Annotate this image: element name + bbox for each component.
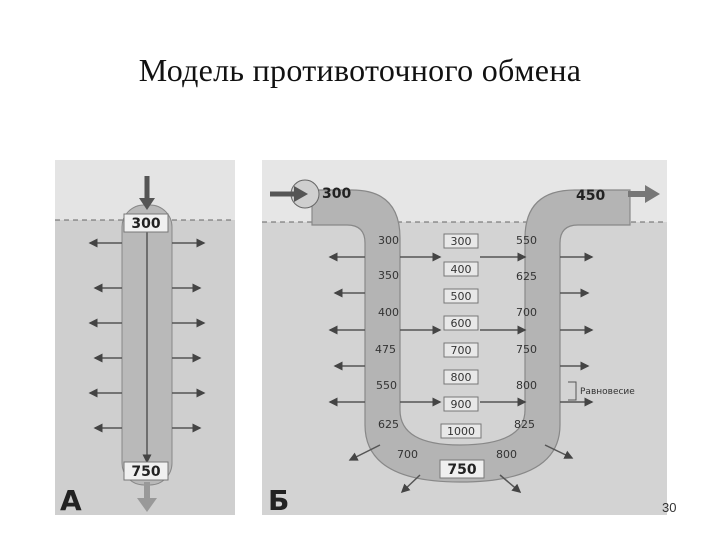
desc-value-6: 625 (378, 418, 399, 431)
panel-b: 300 450 300 350 400 475 550 625 700 300 … (262, 160, 667, 517)
interstitium-value-7: 900 (451, 398, 472, 411)
panel-a-bottom-value: 750 (131, 464, 160, 480)
asc-value-6: 825 (514, 418, 535, 431)
asc-value-5: 800 (516, 379, 537, 392)
panel-b-letter: Б (268, 484, 289, 517)
page-number: 30 (662, 500, 677, 515)
equilibrium-label: Равновесие (580, 387, 635, 397)
desc-value-1: 300 (378, 234, 399, 247)
ascending-limb-values: 550 625 700 750 800 825 800 (496, 234, 537, 461)
desc-value-2: 350 (378, 269, 399, 282)
asc-value-1: 550 (516, 234, 537, 247)
desc-value-4: 475 (375, 343, 396, 356)
panel-b-inflow-value: 300 (322, 186, 351, 202)
interstitium-value-6: 800 (451, 371, 472, 384)
interstitium-value-8: 1000 (447, 425, 475, 438)
equilibrium-bracket (568, 381, 577, 401)
slide-title: Модель противоточного обмена (138, 52, 582, 88)
interstitium-value-3: 500 (451, 290, 472, 303)
panel-b-exchange-arrows (328, 252, 594, 494)
panel-a-exchange-arrows (88, 238, 206, 433)
interstitium-value-1: 300 (451, 235, 472, 248)
panel-a-outflow-arrow (137, 498, 157, 512)
interstitium-value-4: 600 (451, 317, 472, 330)
interstitium-values: 300 400 500 600 700 800 900 1000 (440, 233, 482, 439)
asc-value-4: 750 (516, 343, 537, 356)
desc-value-3: 400 (378, 306, 399, 319)
panel-b-outflow-arrow (645, 185, 660, 203)
asc-value-2: 625 (516, 270, 537, 283)
descending-limb-values: 300 350 400 475 550 625 700 (375, 234, 418, 461)
desc-value-5: 550 (376, 379, 397, 392)
interstitium-value-2: 400 (451, 263, 472, 276)
panel-a-letter: А (60, 484, 82, 517)
asc-value-7: 800 (496, 448, 517, 461)
asc-value-3: 700 (516, 306, 537, 319)
panel-a-top-value: 300 (131, 216, 160, 232)
panel-b-outflow-value: 450 (576, 188, 605, 204)
desc-value-7: 700 (397, 448, 418, 461)
panel-b-bottom-value: 750 (447, 462, 476, 478)
interstitium-value-5: 700 (451, 344, 472, 357)
loop-tube (311, 189, 631, 483)
panel-a: 300 750 А (55, 160, 235, 517)
